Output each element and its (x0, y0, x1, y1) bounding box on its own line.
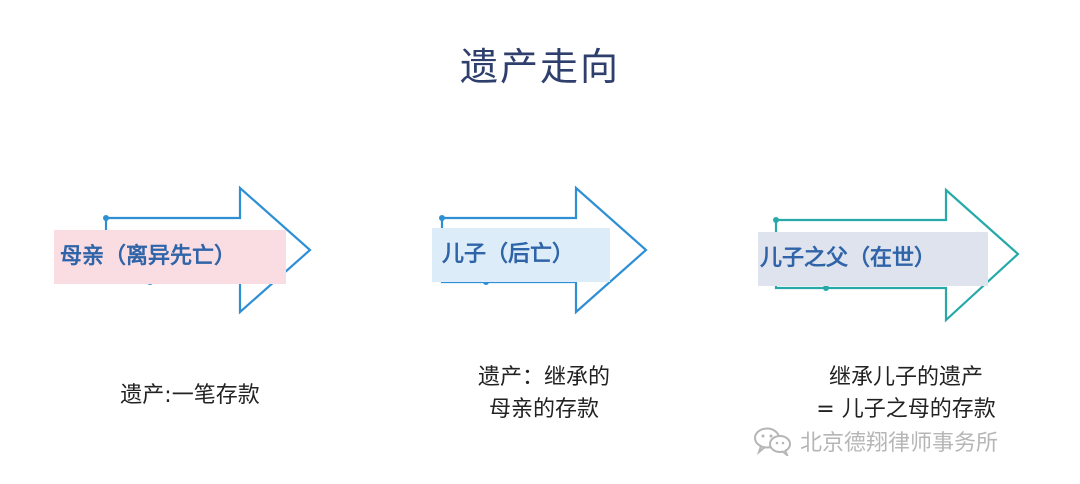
arrow-2-label: 儿子（后亡） (432, 228, 610, 282)
caption-3-line-2: = 儿子之母的存款 (816, 397, 996, 422)
watermark-text: 北京德翔律师事务所 (800, 431, 999, 456)
arrow-1-label: 母亲（离异先亡） (54, 230, 286, 284)
arrow-3 (773, 187, 1020, 323)
caption-3-line-1: 继承儿子的遗产 (828, 365, 983, 390)
caption-1: 遗产:一笔存款 (120, 383, 260, 408)
caption-2-line-1: 遗产：继承的 (477, 365, 610, 390)
wechat-icon (754, 427, 791, 456)
watermark: 北京德翔律师事务所 (752, 424, 998, 458)
caption-2: 遗产：继承的 母亲的存款 (414, 362, 674, 426)
caption-3: 继承儿子的遗产 = 儿子之母的存款 (756, 362, 1056, 426)
arrow-3-label: 儿子之父（在世） (758, 232, 988, 286)
caption-2-line-2: 母亲的存款 (488, 397, 599, 422)
diagram-title: 遗产走向 (459, 45, 620, 89)
